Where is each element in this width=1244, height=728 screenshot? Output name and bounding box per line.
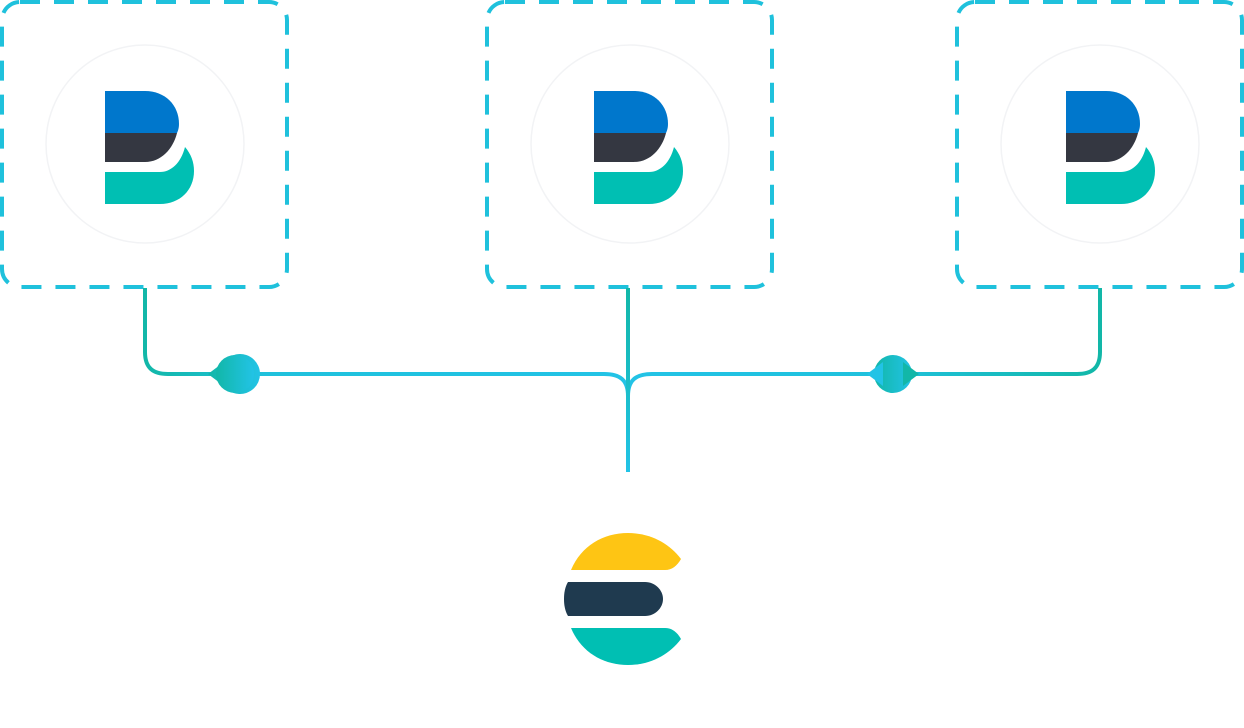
beats-box-center [485,0,774,289]
connector-marker-right [867,355,919,393]
beats-box-left [0,0,289,289]
connector-left [143,288,630,397]
beats-box-right [955,0,1244,289]
connector-right [626,288,1102,397]
connector-marker-left [208,354,260,394]
elasticsearch-logo-icon [564,533,681,665]
